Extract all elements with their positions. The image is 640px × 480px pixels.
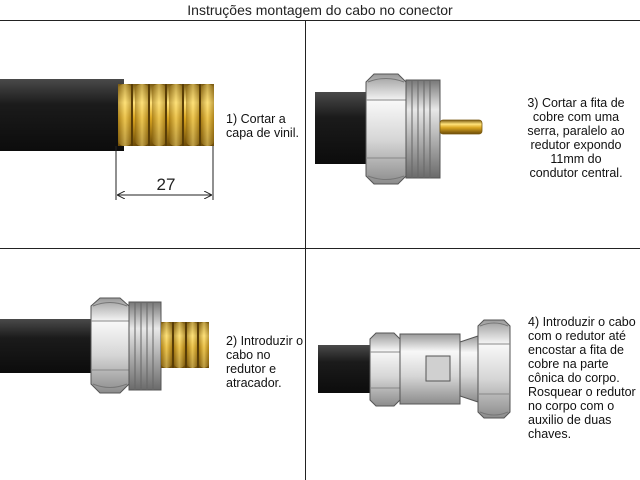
- step1-text: 1) Cortar a capa de vinil.: [226, 112, 299, 140]
- cable: [0, 79, 124, 151]
- cable: [318, 345, 374, 393]
- step3-illustration: [315, 73, 483, 185]
- corrugated-copper: [118, 84, 214, 146]
- corrugated-copper: [161, 322, 209, 368]
- cable: [0, 319, 96, 373]
- reducer-thread: [405, 79, 441, 179]
- step3-text: 3) Cortar a fita de cobre com uma serra,…: [527, 96, 625, 180]
- reducer-thread: [128, 301, 162, 391]
- dimension-label: 27: [157, 175, 176, 194]
- step1-illustration: 27: [0, 79, 214, 200]
- step4-text: 4) Introduzir o cabo com o redutor até e…: [528, 315, 636, 441]
- center-conductor: [439, 119, 483, 135]
- step2-illustration: [0, 297, 209, 394]
- step2-text: 2) Introduzir o cabo no redutor e atraca…: [226, 334, 304, 390]
- dimension-27: [115, 146, 214, 200]
- reducer-nut: [365, 73, 407, 185]
- cable: [315, 92, 371, 164]
- step4-illustration: [318, 319, 511, 419]
- diagram-title: Instruções montagem do cabo no conector: [187, 2, 453, 18]
- connector-nut: [477, 319, 511, 419]
- connector-body: [399, 333, 479, 405]
- reducer-nut: [90, 297, 130, 394]
- reducer-nut: [369, 332, 401, 407]
